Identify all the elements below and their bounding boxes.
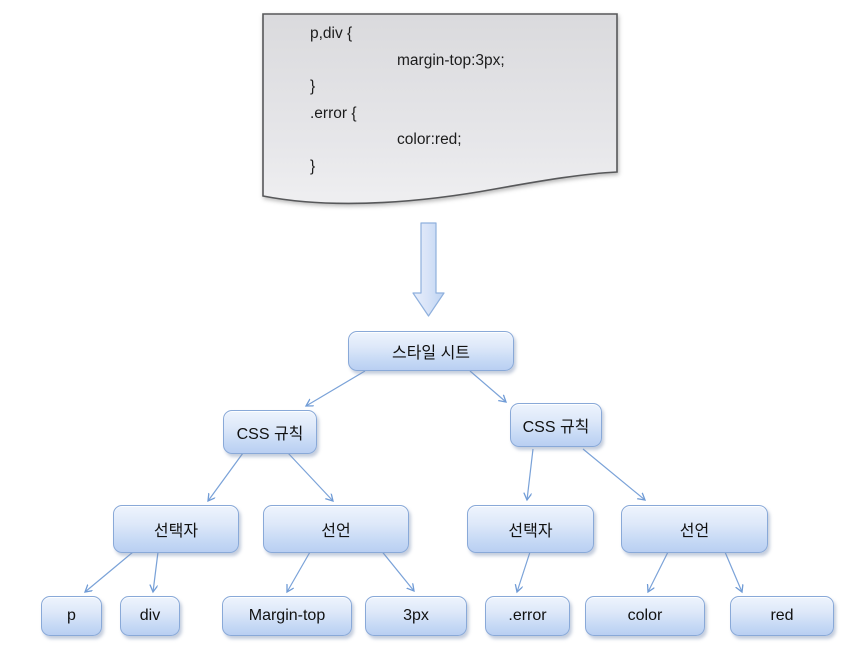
tree-node-3px: 3px xyxy=(365,596,467,636)
tree-node-label: Margin-top xyxy=(248,607,326,624)
tree-node-selector-2: 선택자 xyxy=(467,505,594,553)
tree-edge-declaration-2-color xyxy=(648,551,669,592)
css-code-document-shape xyxy=(262,13,618,205)
tree-node-label: div xyxy=(139,607,161,624)
tree-node-color: color xyxy=(585,596,705,636)
tree-edge-declaration-1-3px xyxy=(379,548,414,591)
tree-edge-css-rule-2-selector-2 xyxy=(527,448,534,500)
tree-node-label: 선택자 xyxy=(508,523,553,540)
tree-node-label: CSS 규칙 xyxy=(236,426,304,443)
tree-edge-css-rule-1-selector-1 xyxy=(208,452,244,501)
tree-edge-selector-1-p xyxy=(85,551,134,592)
tree-node-label: p xyxy=(67,607,76,624)
tree-node-declaration-1: 선언 xyxy=(263,505,409,553)
tree-node-label: 3px xyxy=(403,607,429,624)
tree-node-margin-top: Margin-top xyxy=(222,596,352,636)
tree-node-label: 스타일 시트 xyxy=(391,345,471,362)
tree-edges xyxy=(85,370,742,592)
css-code-text: p,div { margin-top:3px; } .error { color… xyxy=(310,25,505,175)
tree-node-red: red xyxy=(730,596,834,636)
tree-node-error: .error xyxy=(485,596,570,636)
tree-node-label: 선언 xyxy=(321,523,351,540)
down-arrow-icon xyxy=(412,222,445,317)
tree-edge-css-rule-1-declaration-1 xyxy=(287,452,333,501)
tree-node-label: .error xyxy=(508,607,547,624)
tree-edge-css-rule-2-declaration-2 xyxy=(582,448,645,500)
tree-node-css-rule-1: CSS 규칙 xyxy=(223,410,317,454)
tree-edge-selector-1-div xyxy=(153,551,159,592)
tree-edge-selector-2-error xyxy=(517,551,531,592)
tree-node-label: CSS 규칙 xyxy=(522,419,590,436)
tree-edge-stylesheet-css-rule-1 xyxy=(306,370,366,406)
tree-node-div: div xyxy=(120,596,180,636)
tree-node-declaration-2: 선언 xyxy=(621,505,768,553)
tree-node-selector-1: 선택자 xyxy=(113,505,239,553)
tree-node-css-rule-2: CSS 규칙 xyxy=(510,403,602,447)
tree-node-stylesheet: 스타일 시트 xyxy=(348,331,514,371)
tree-node-label: red xyxy=(770,607,794,624)
tree-edge-declaration-1-margin-top xyxy=(287,551,311,592)
tree-node-label: 선택자 xyxy=(153,523,199,540)
tree-node-label: 선언 xyxy=(679,523,710,540)
tree-node-label: color xyxy=(627,607,663,624)
tree-edge-declaration-2-red xyxy=(724,551,742,592)
tree-edge-stylesheet-css-rule-2 xyxy=(469,370,506,402)
tree-node-p: p xyxy=(41,596,102,636)
